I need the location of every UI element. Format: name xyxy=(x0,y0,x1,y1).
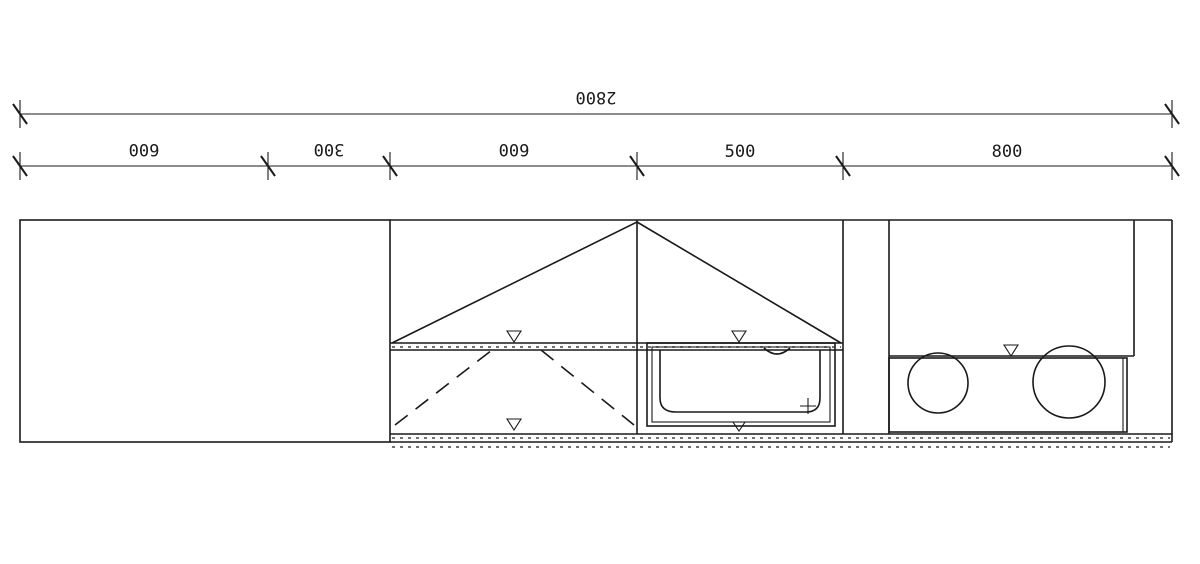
handle-marker-icon xyxy=(731,421,747,432)
dashed-swing-left xyxy=(394,349,493,426)
hob-section xyxy=(888,220,1135,434)
segment-dim-tick-3 xyxy=(629,152,645,180)
drain-icon xyxy=(800,398,816,414)
sink-outer-rim xyxy=(646,342,836,427)
burner-icon-left xyxy=(907,352,969,414)
segment-dim-tick-0 xyxy=(12,152,28,180)
segment-dim-tick-4 xyxy=(835,152,851,180)
segment-dimensions: 600 300 600 500 800 xyxy=(12,139,1180,180)
total-dim-tick-right xyxy=(1164,100,1180,128)
handle-marker-icon xyxy=(730,330,748,344)
dashed-swing-right xyxy=(540,349,635,426)
segment-dim-tick-5 xyxy=(1164,152,1180,180)
total-dimension: 2800 xyxy=(12,87,1180,128)
segment-dimension-label-4: 500 xyxy=(725,142,756,162)
wall-unit-left xyxy=(391,221,638,344)
wall-unit-right xyxy=(636,221,842,344)
oven-panel xyxy=(888,357,1128,433)
handle-marker-icon xyxy=(505,330,523,344)
cabinet-run xyxy=(390,219,1173,443)
sink-unit xyxy=(646,342,836,432)
burner-icon-right xyxy=(1032,345,1106,419)
total-dimension-label: 2800 xyxy=(576,87,617,107)
segment-dimension-label-3: 600 xyxy=(499,139,530,159)
handle-marker-icon xyxy=(505,418,523,432)
handle-marker-icon xyxy=(1002,344,1020,358)
door-swing-line-right xyxy=(636,221,842,344)
total-dim-tick-left xyxy=(12,100,28,128)
sink-overflow xyxy=(763,347,791,355)
segment-dim-tick-2 xyxy=(382,152,398,180)
sink-inner-rim xyxy=(651,346,831,423)
plinth xyxy=(390,433,1172,448)
sink-basin xyxy=(659,350,821,413)
segment-dimension-label-2: 300 xyxy=(314,139,345,159)
segment-dimension-label-1: 600 xyxy=(129,139,160,159)
segment-dim-tick-1 xyxy=(260,152,276,180)
corner-base-unit xyxy=(394,349,635,432)
tall-cabinet-panel xyxy=(19,219,391,443)
door-swing-line-left xyxy=(391,221,638,344)
segment-dimension-label-5: 800 xyxy=(992,142,1023,162)
